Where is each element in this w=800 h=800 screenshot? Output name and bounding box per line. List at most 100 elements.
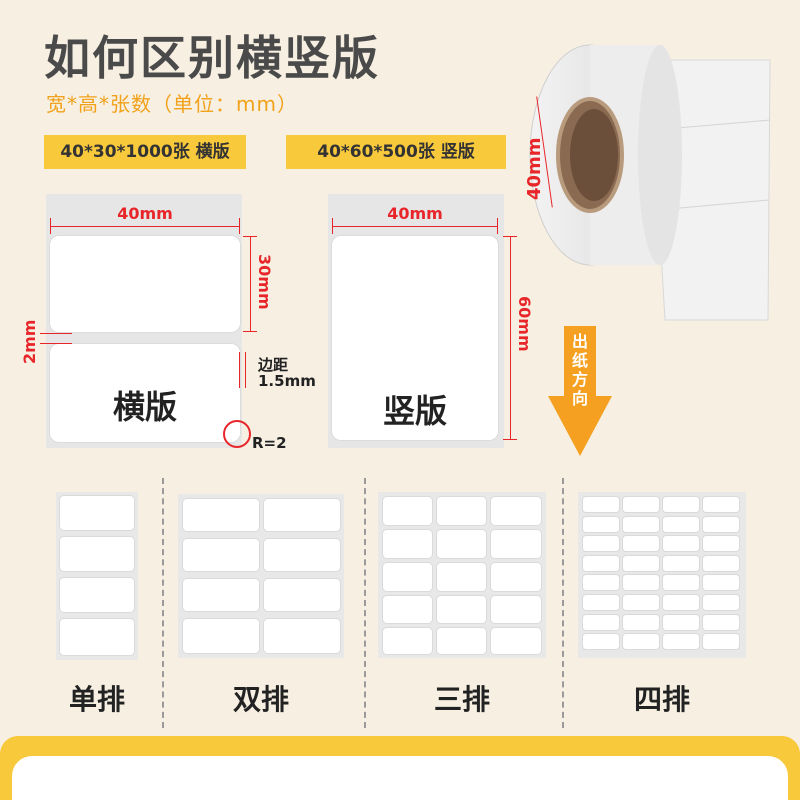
gap-label: 2mm — [20, 319, 39, 364]
feed-direction-arrow — [548, 326, 612, 456]
arrangement-cell — [437, 530, 486, 558]
arrangement-cell — [623, 614, 659, 630]
vertical-width-tick-right — [497, 218, 498, 234]
arrangement-cell — [623, 575, 659, 591]
divider — [562, 478, 564, 728]
arrangement-cell — [703, 536, 739, 552]
roll-width-label: 40mm — [524, 137, 545, 200]
arrangement-cell — [663, 497, 699, 512]
arrangement-cell — [623, 634, 659, 650]
arrangement-cell — [60, 496, 134, 530]
arrangement-cell — [383, 530, 432, 558]
arrangement-cell — [491, 530, 541, 558]
arrangement-cell — [623, 555, 659, 571]
arrangement-cell — [703, 595, 739, 610]
vertical-width-label: 40mm — [387, 204, 443, 223]
arrangement-cell — [183, 499, 259, 531]
vertical-width-dimension-line — [332, 226, 498, 227]
arrangement-cell — [663, 575, 699, 591]
arrangement-cell — [383, 596, 432, 623]
arrangement-label-quad: 四排 — [633, 683, 690, 716]
vertical-height-dimension-line — [510, 236, 511, 440]
arrangement-cell — [183, 619, 259, 653]
arrangement-cell — [437, 497, 486, 525]
arrangement-cell — [583, 575, 619, 591]
arrangement-cell — [703, 575, 739, 591]
arrangement-cell — [583, 595, 619, 610]
radius-label: R=2 — [252, 434, 287, 452]
arrangement-cell — [663, 595, 699, 610]
arrangement-cell — [383, 628, 432, 654]
arrangement-cell — [703, 555, 739, 571]
arrangement-cell — [437, 628, 486, 654]
arrangement-cell — [663, 516, 699, 532]
arrangement-cell — [583, 497, 619, 512]
corner-radius-circle — [223, 420, 251, 448]
arrangement-cell — [583, 555, 619, 571]
arrangement-cell — [491, 497, 541, 525]
arrangement-cell — [623, 516, 659, 532]
arrangement-label-single: 单排 — [68, 683, 125, 716]
arrangement-cell — [583, 536, 619, 552]
spec-badge-horizontal: 40*30*1000张 横版 — [44, 135, 246, 169]
width-dimension-line — [50, 226, 240, 227]
margin-value: 1.5mm — [258, 372, 316, 390]
arrangement-cell — [583, 614, 619, 630]
arrangement-cell — [663, 614, 699, 630]
arrangement-cell — [663, 536, 699, 552]
horizontal-label-top — [50, 236, 240, 332]
arrangement-cell — [183, 579, 259, 611]
horizontal-label-bottom: 横版 — [50, 344, 240, 442]
arrangement-cell — [437, 563, 486, 591]
arrangement-cell — [264, 619, 340, 653]
spec-badge-vertical: 40*60*500张 竖版 — [286, 135, 506, 169]
width-dim-tick-left — [50, 218, 51, 234]
margin-line-left — [239, 352, 240, 388]
arrangement-cell — [183, 539, 259, 571]
vertical-width-tick-left — [332, 218, 333, 234]
arrangement-cell — [623, 536, 659, 552]
label-roll-image — [520, 20, 790, 330]
page-title: 如何区别横竖版 — [44, 31, 380, 85]
gap-line-top — [40, 333, 72, 334]
arrangement-cell — [264, 579, 340, 611]
arrangement-cell — [663, 555, 699, 571]
arrangement-cell — [60, 619, 134, 655]
horizontal-width-label: 40mm — [117, 204, 173, 223]
divider — [364, 478, 366, 728]
arrangement-label-double: 双排 — [232, 683, 289, 716]
arrangement-cell — [264, 499, 340, 531]
arrangement-cell — [437, 596, 486, 623]
feed-direction-text: 出纸方向 — [571, 332, 588, 408]
arrangement-cell — [623, 595, 659, 610]
height-dimension-line — [250, 236, 251, 332]
height-dim-tick-bottom — [243, 331, 257, 332]
height-dim-tick-top — [243, 236, 257, 237]
width-dim-tick-right — [239, 218, 240, 234]
arrangement-cell — [663, 634, 699, 650]
bottom-banner-content — [12, 756, 788, 800]
vertical-label-text: 竖版 — [382, 392, 447, 430]
arrangement-cell — [623, 497, 659, 512]
arrangement-cell — [583, 516, 619, 532]
arrangement-cell — [703, 634, 739, 650]
vertical-height-tick-bottom — [503, 439, 517, 440]
vertical-label: 竖版 — [332, 236, 498, 440]
arrangement-cell — [491, 628, 541, 654]
arrangement-cell — [264, 539, 340, 571]
arrangement-cell — [491, 596, 541, 623]
arrangement-cell — [703, 614, 739, 630]
vertical-height-tick-top — [503, 236, 517, 237]
arrangement-cell — [703, 516, 739, 532]
margin-line-right — [245, 352, 246, 388]
arrangement-cell — [60, 578, 134, 612]
arrangement-cell — [703, 497, 739, 512]
arrangement-cell — [60, 537, 134, 571]
arrangement-cell — [491, 563, 541, 591]
arrangement-cell — [383, 563, 432, 591]
divider — [162, 478, 164, 728]
arrangement-label-triple: 三排 — [433, 683, 490, 716]
horizontal-height-label: 30mm — [255, 254, 274, 310]
arrangement-cell — [583, 634, 619, 650]
gap-line-bottom — [40, 343, 72, 344]
